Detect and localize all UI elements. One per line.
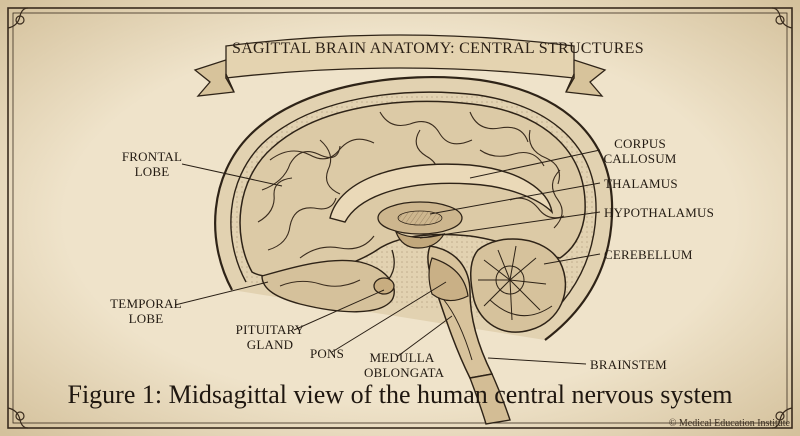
label-temporal-lobe-line1: TEMPORAL [110,296,182,311]
label-corpus-callosum: CORPUS CALLOSUM [600,136,680,166]
banner-title: SAGITTAL BRAIN ANATOMY: CENTRAL STRUCTUR… [232,40,644,57]
label-frontal-lobe-line1: FRONTAL [121,149,183,164]
hypothalamus-shape [394,230,446,249]
label-cerebellum: CEREBELLUM [604,247,693,262]
cerebrum [239,100,586,278]
cerebellum-shape [470,238,567,333]
label-pituitary-gland: PITUITARY GLAND [232,322,308,352]
label-brainstem: BRAINSTEM [590,357,667,372]
label-hypothalamus: HYPOTHALAMUS [604,205,715,220]
pons-shape [428,257,469,302]
label-pituitary-gland-line1: PITUITARY [235,322,305,337]
label-medulla-oblongata-line2: OBLONGATA [364,365,445,380]
ornamental-border [7,7,793,429]
title-ribbon [193,34,607,97]
label-pituitary-gland-line2: GLAND [246,337,294,352]
copyright-notice: © Medical Education Institute [668,418,790,429]
spinal-cord-shape [469,373,511,425]
corpus-callosum-shape [329,163,554,223]
label-corpus-callosum-line2: CALLOSUM [603,151,677,166]
label-frontal-lobe: FRONTAL LOBE [116,149,188,179]
label-temporal-lobe-line2: LOBE [128,311,164,326]
label-thalamus: THALAMUS [604,176,678,191]
pituitary-shape [373,249,395,295]
label-pons: PONS [310,346,345,361]
label-corpus-callosum-line1: CORPUS [614,136,666,151]
label-medulla-oblongata: MEDULLA OBLONGATA [364,350,445,380]
leader-lines [174,149,601,365]
label-temporal-lobe: TEMPORAL LOBE [106,296,186,326]
figure-caption: Figure 1: Midsagittal view of the human … [67,380,733,409]
label-frontal-lobe-line2: LOBE [134,164,170,179]
label-medulla-oblongata-line1: MEDULLA [369,350,435,365]
